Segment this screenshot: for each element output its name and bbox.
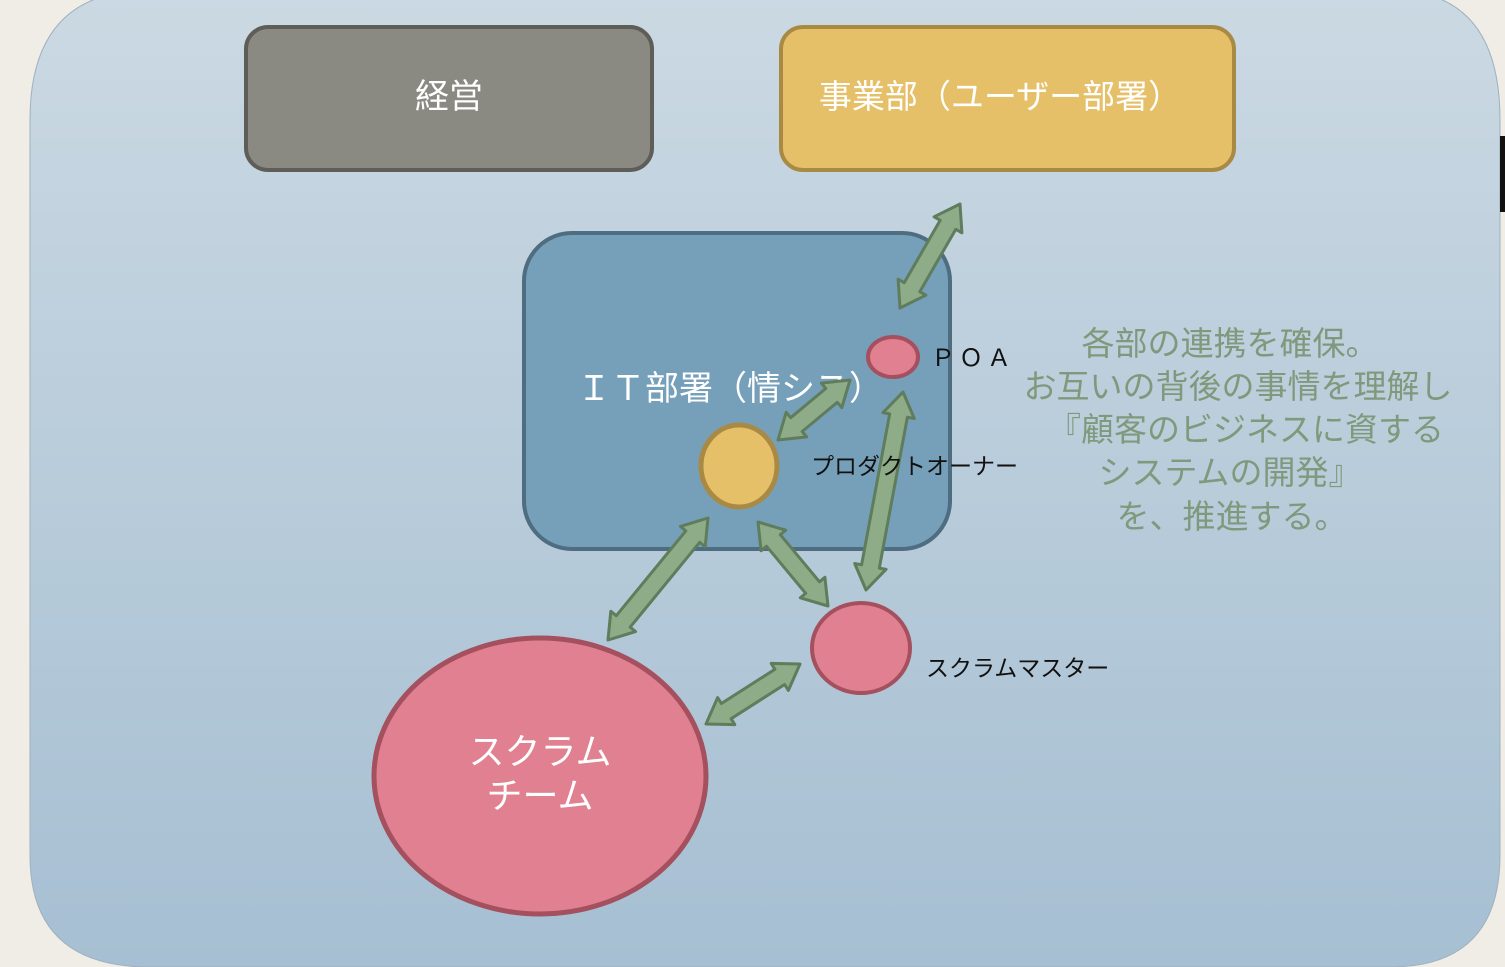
arrow-poa-to-scrum-master — [853, 390, 916, 592]
product-owner-node: プロダクトオーナー — [698, 422, 1018, 510]
scrum-master-label: スクラムマスター — [926, 656, 1109, 682]
arrow-business-to-poa — [896, 202, 964, 310]
poa-label: ＰＯＡ — [931, 344, 1015, 372]
product-owner-label: プロダクトオーナー — [811, 454, 1018, 480]
scrum-team-node: スクラム チーム — [371, 635, 709, 917]
arrow-product-owner-to-scrum-team — [606, 516, 710, 642]
arrow-product-owner-to-scrum-master — [756, 520, 830, 608]
business-unit-box: 事業部（ユーザー部署） — [779, 25, 1236, 172]
management-box: 経営 — [244, 25, 654, 172]
message-line-4: システムの開発』 — [1098, 453, 1361, 492]
poa-node: ＰＯＡ — [866, 335, 1015, 379]
message-text-block: 各部の連携を確保。 お互いの背後の事情を理解し 『顧客のビジネスに資する システ… — [1024, 324, 1453, 536]
arrow-layer — [606, 202, 964, 727]
message-line-5: を、推進する。 — [1117, 497, 1348, 536]
message-line-3: 『顧客のビジネスに資する — [1048, 410, 1444, 449]
scrum-team-label-line2: チーム — [487, 776, 594, 817]
scrum-team-label-line1: スクラム — [469, 732, 612, 773]
edge-marker — [1500, 136, 1505, 212]
message-line-2: お互いの背後の事情を理解し — [1024, 367, 1453, 406]
arrow-scrum-master-to-scrum-team — [704, 661, 802, 727]
scrum-master-node: スクラムマスター — [810, 601, 1109, 695]
arrow-product-owner-to-poa — [776, 378, 852, 442]
management-label: 経営 — [415, 77, 483, 117]
business-unit-label: 事業部（ユーザー部署） — [819, 77, 1181, 116]
message-line-1: 各部の連携を確保。 — [1082, 324, 1379, 363]
